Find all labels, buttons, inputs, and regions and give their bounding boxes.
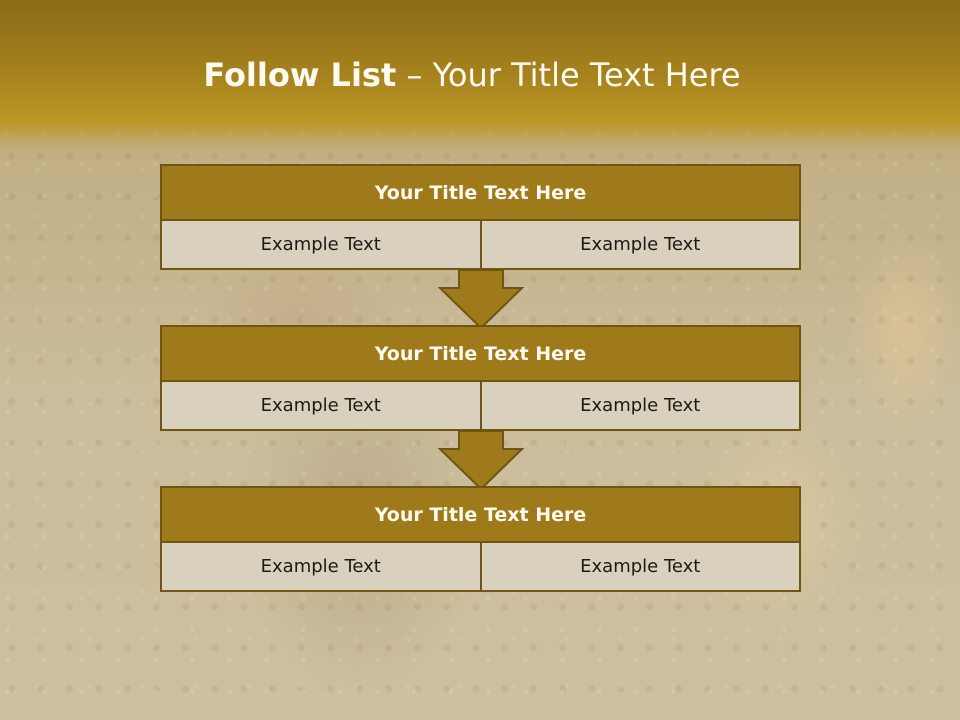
block-cell-left: Example Text — [160, 221, 480, 270]
down-arrow-icon — [438, 431, 524, 491]
block-title: Your Title Text Here — [160, 486, 801, 543]
block-row: Example Text Example Text — [160, 221, 801, 270]
list-block-2: Your Title Text Here Example Text Exampl… — [160, 325, 801, 431]
block-cell-right: Example Text — [479, 543, 801, 592]
block-title: Your Title Text Here — [160, 164, 801, 221]
list-block-3: Your Title Text Here Example Text Exampl… — [160, 486, 801, 592]
block-row: Example Text Example Text — [160, 543, 801, 592]
slide-title-bold: Follow List — [203, 56, 397, 94]
title-banner — [0, 0, 960, 150]
slide-title-rest: – Your Title Text Here — [406, 56, 741, 94]
block-cell-left: Example Text — [160, 543, 480, 592]
down-arrow-icon — [438, 270, 524, 330]
block-row: Example Text Example Text — [160, 382, 801, 431]
slide-title: Follow List – Your Title Text Here — [0, 50, 944, 100]
block-cell-left: Example Text — [160, 382, 480, 431]
block-title: Your Title Text Here — [160, 325, 801, 382]
block-cell-right: Example Text — [479, 382, 801, 431]
block-cell-right: Example Text — [479, 221, 801, 270]
list-block-1: Your Title Text Here Example Text Exampl… — [160, 164, 801, 270]
